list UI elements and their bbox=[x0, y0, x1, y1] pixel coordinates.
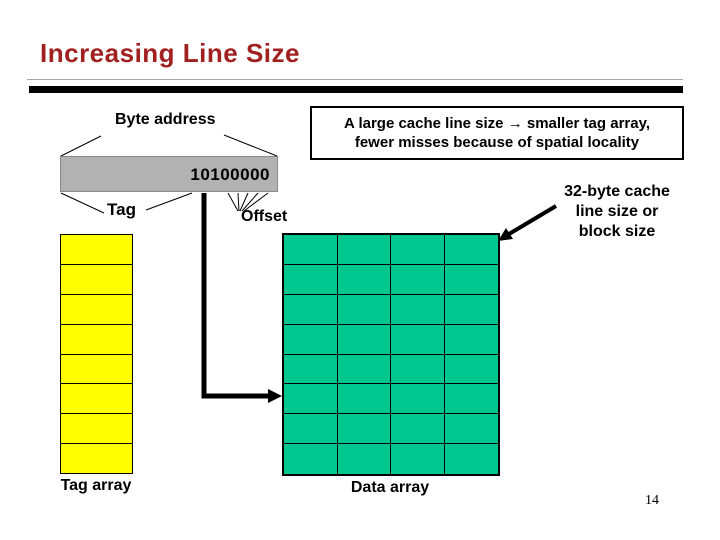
data-cell bbox=[337, 324, 391, 355]
cache-line-size-note: 32-byte cache line size or block size bbox=[552, 182, 682, 242]
data-cell bbox=[391, 235, 445, 265]
byte-address-label: Byte address bbox=[115, 111, 216, 128]
cache-line-note-line-2: line size or bbox=[575, 203, 659, 220]
tag-cell bbox=[61, 263, 132, 294]
byte-address-box: 10100000 bbox=[60, 156, 278, 192]
address-value: 10100000 bbox=[190, 165, 270, 184]
data-cell bbox=[337, 444, 391, 474]
data-cell bbox=[337, 235, 391, 265]
tag-cell bbox=[61, 413, 132, 444]
data-cell bbox=[284, 444, 338, 474]
data-cell bbox=[337, 294, 391, 325]
tag-line-right bbox=[145, 192, 193, 211]
data-cell bbox=[391, 324, 445, 355]
spatial-locality-note: A large cache line size → smaller tag ar… bbox=[310, 106, 684, 160]
index-arrow-head bbox=[268, 389, 282, 403]
offset-fan-line bbox=[237, 192, 240, 212]
note-line-2: fewer misses because of spatial locality bbox=[354, 134, 640, 151]
cache-line-arrow-head bbox=[498, 228, 513, 241]
data-cell bbox=[284, 294, 338, 325]
note-line-1: A large cache line size → smaller tag ar… bbox=[344, 115, 650, 132]
tag-line-left bbox=[60, 192, 105, 214]
offset-label: Offset bbox=[241, 208, 288, 225]
data-cell bbox=[284, 324, 338, 355]
data-cell bbox=[444, 264, 498, 295]
cache-line-arrow-line bbox=[507, 204, 558, 236]
data-array bbox=[282, 233, 500, 476]
tag-label: Tag bbox=[107, 200, 136, 219]
data-cell bbox=[444, 324, 498, 355]
tag-cell bbox=[61, 443, 132, 473]
tag-cell bbox=[61, 353, 132, 384]
byte-address-line-right bbox=[223, 134, 278, 157]
data-cell bbox=[444, 414, 498, 445]
data-cell bbox=[284, 384, 338, 415]
data-cell bbox=[444, 235, 498, 265]
page-number: 14 bbox=[645, 493, 659, 508]
tag-array-label: Tag array bbox=[60, 477, 132, 494]
data-cell bbox=[284, 264, 338, 295]
cache-line-note-line-3: block size bbox=[578, 223, 656, 240]
data-cell bbox=[337, 264, 391, 295]
cache-line-note-line-1: 32-byte cache bbox=[564, 183, 670, 200]
data-cell bbox=[444, 354, 498, 385]
tag-array bbox=[60, 234, 133, 474]
data-cell bbox=[391, 354, 445, 385]
title-rule-thick bbox=[29, 86, 683, 93]
data-cell bbox=[444, 294, 498, 325]
data-cell bbox=[337, 384, 391, 415]
tag-cell bbox=[61, 235, 132, 264]
data-cell bbox=[337, 354, 391, 385]
data-cell bbox=[391, 414, 445, 445]
data-cell bbox=[391, 384, 445, 415]
tag-cell bbox=[61, 293, 132, 324]
offset-fan-line bbox=[227, 192, 239, 212]
data-cell bbox=[284, 235, 338, 265]
data-cell bbox=[391, 294, 445, 325]
data-array-label: Data array bbox=[350, 479, 430, 496]
data-cell bbox=[391, 264, 445, 295]
data-cell bbox=[337, 414, 391, 445]
data-cell bbox=[444, 444, 498, 474]
tag-cell bbox=[61, 323, 132, 354]
title-rule-thin bbox=[27, 79, 683, 80]
data-cell bbox=[284, 414, 338, 445]
data-cell bbox=[444, 384, 498, 415]
data-cell bbox=[391, 444, 445, 474]
data-cell bbox=[284, 354, 338, 385]
byte-address-line-left bbox=[60, 135, 102, 157]
slide-title: Increasing Line Size bbox=[40, 38, 300, 68]
tag-cell bbox=[61, 383, 132, 414]
